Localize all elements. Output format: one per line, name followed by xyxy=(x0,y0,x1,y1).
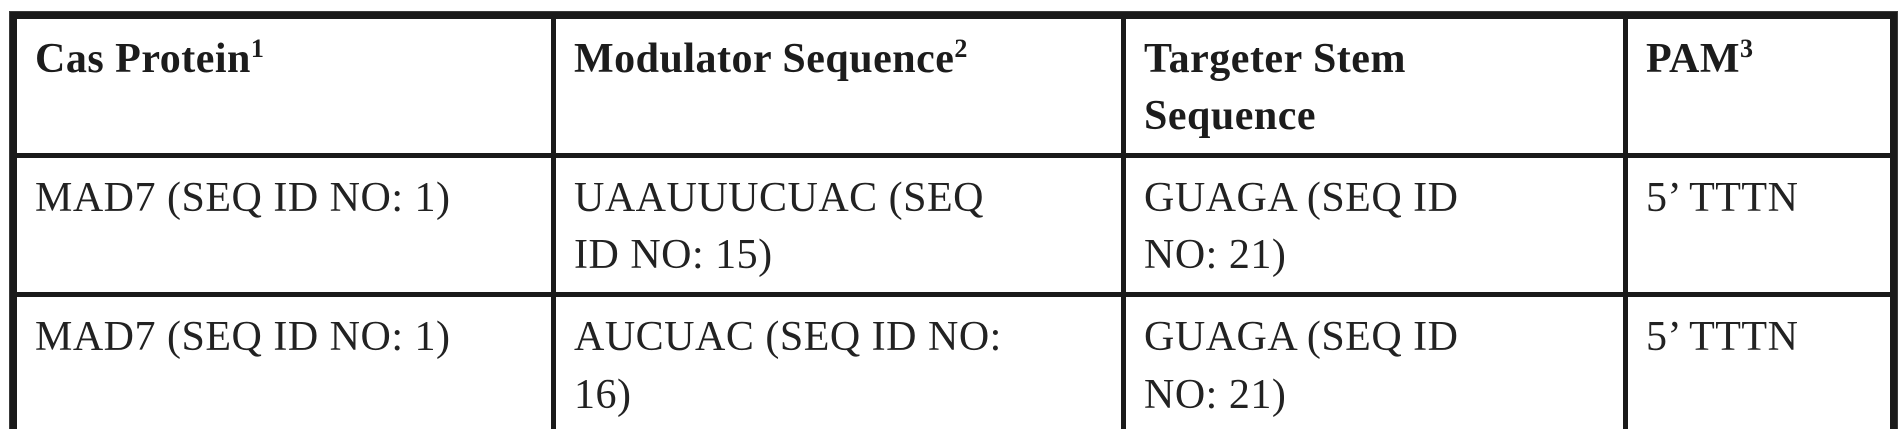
column-header-targeter-stem-sequence: Targeter Stem Sequence xyxy=(1121,12,1628,159)
column-header-label: PAM xyxy=(1646,36,1741,82)
column-header-pam: PAM3 xyxy=(1623,12,1896,159)
cell-targeter-stem-sequence: GUAGA (SEQ ID NO: 21) xyxy=(1121,153,1628,298)
column-header-label: Cas Protein xyxy=(35,36,251,82)
cell-modulator-sequence: AUCUAC (SEQ ID NO: 16) xyxy=(551,292,1126,429)
column-header-label: Modulator Sequence xyxy=(574,36,955,82)
column-header-cas-protein: Cas Protein1 xyxy=(11,12,556,159)
table-header-row: Cas Protein1 Modulator Sequence2 Targete… xyxy=(11,12,1896,159)
cell-pam: 5’ TTTN xyxy=(1623,153,1896,298)
cell-pam: 5’ TTTN xyxy=(1623,292,1896,429)
cell-modulator-sequence: UAAUUUCUAC (SEQ ID NO: 15) xyxy=(551,153,1126,298)
cell-cas-protein: MAD7 (SEQ ID NO: 1) xyxy=(11,153,556,298)
cell-cas-protein: MAD7 (SEQ ID NO: 1) xyxy=(11,292,556,429)
table-row: MAD7 (SEQ ID NO: 1) UAAUUUCUAC (SEQ ID N… xyxy=(11,153,1896,298)
cell-targeter-stem-sequence: GUAGA (SEQ ID NO: 21) xyxy=(1121,292,1628,429)
footnote-marker-2: 2 xyxy=(954,34,968,63)
column-header-modulator-sequence: Modulator Sequence2 xyxy=(551,12,1126,159)
sequence-table: Cas Protein1 Modulator Sequence2 Targete… xyxy=(10,12,1897,429)
column-header-label: Targeter Stem Sequence xyxy=(1144,36,1406,140)
footnote-marker-1: 1 xyxy=(250,34,264,63)
footnote-marker-3: 3 xyxy=(1740,34,1754,63)
table-row: MAD7 (SEQ ID NO: 1) AUCUAC (SEQ ID NO: 1… xyxy=(11,292,1896,429)
